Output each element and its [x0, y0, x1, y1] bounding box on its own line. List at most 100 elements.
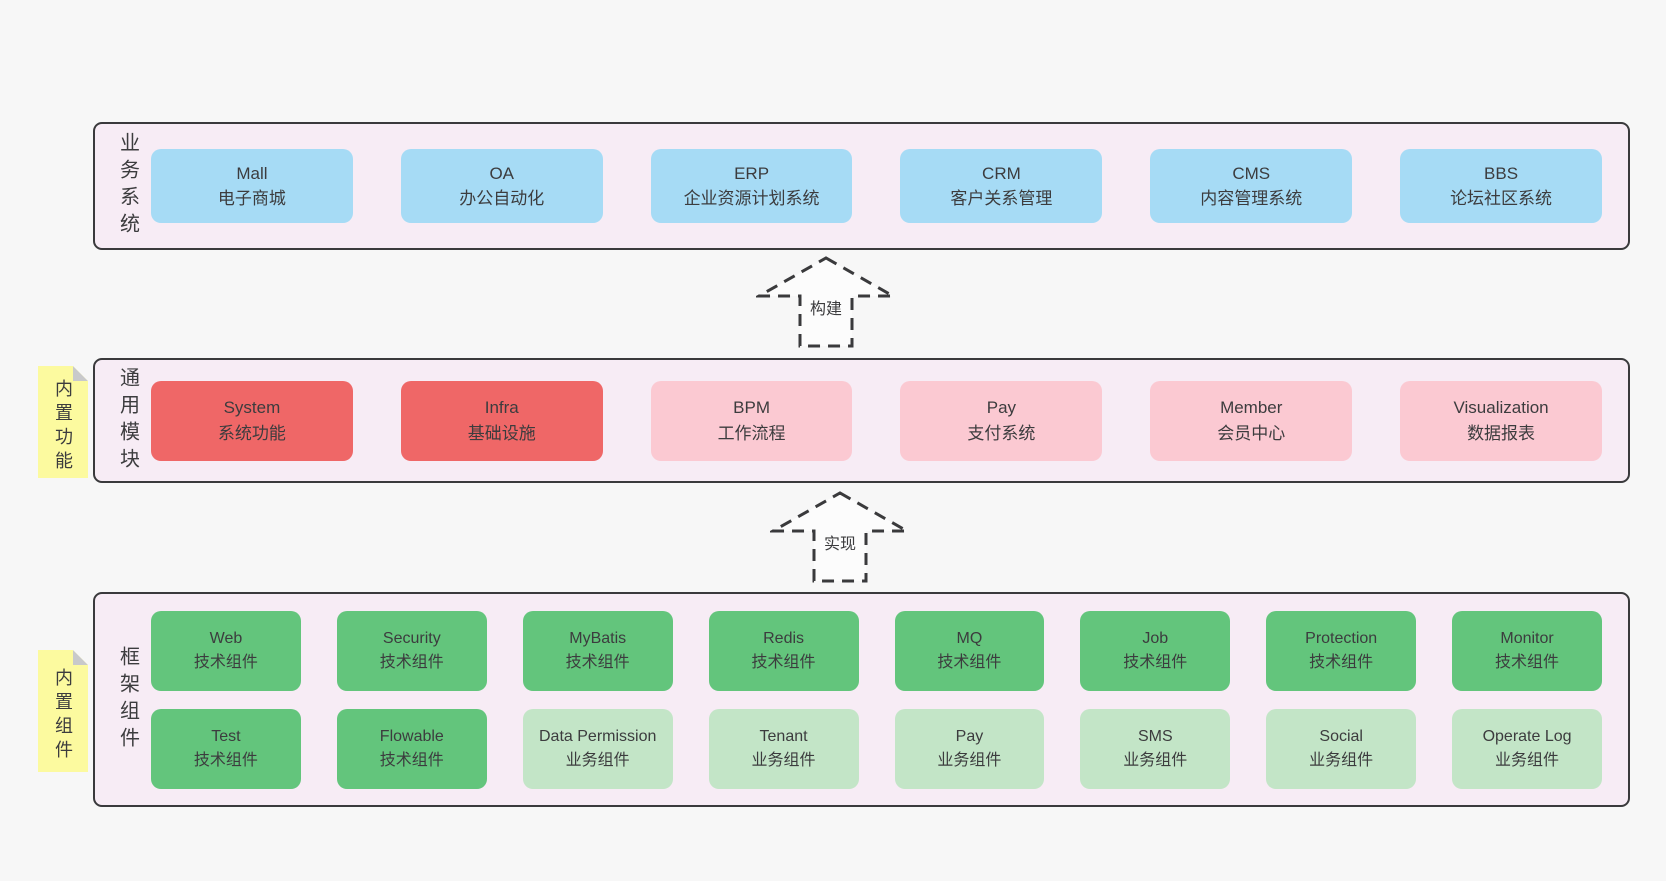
- box-description: 技术组件: [565, 653, 630, 671]
- box-mybatis: MyBatis 技术组件: [522, 610, 673, 691]
- box-monitor: Monitor 技术组件: [1452, 610, 1602, 691]
- box-name: BBS: [1484, 163, 1519, 183]
- box-description: 基础设施: [467, 423, 536, 443]
- box-name: SMS: [1137, 727, 1173, 745]
- box-name: OA: [489, 163, 515, 183]
- band-common-modules: 通用模块 System 系统功能 Infra 基础设施 BPM 工作流程 Pay 支付系统 Me…: [93, 358, 1630, 483]
- box-name: Member: [1220, 398, 1283, 417]
- box-name: Monitor: [1500, 629, 1554, 647]
- box-crm: CRM 客户关系管理: [900, 149, 1103, 223]
- box-web: Web 技术组件: [151, 610, 301, 691]
- box-description: 技术组件: [1309, 653, 1374, 671]
- box-name: Mall: [236, 163, 268, 183]
- box-name: BPM: [733, 398, 770, 417]
- box-oa: OA 办公自动化: [400, 149, 603, 223]
- box-description: 办公自动化: [459, 189, 545, 208]
- box-description: 数据报表: [1467, 423, 1536, 443]
- box-description: 业务组件: [565, 751, 630, 769]
- build-arrow-icon: 构建: [756, 255, 896, 349]
- box-data-permission: Data Permission 业务组件: [522, 708, 673, 789]
- box-description: 业务组件: [1309, 751, 1374, 769]
- box-name: Redis: [763, 629, 805, 647]
- box-description: 内容管理系统: [1200, 189, 1303, 208]
- box-cms: CMS 内容管理系统: [1150, 149, 1353, 223]
- box-description: 业务组件: [1123, 751, 1188, 769]
- box-name: MyBatis: [569, 629, 627, 647]
- box-name: Job: [1142, 629, 1169, 647]
- box-description: 系统功能: [217, 423, 286, 443]
- box-description: 电子商城: [217, 189, 286, 208]
- box-row: System 系统功能 Infra 基础设施 BPM 工作流程 Pay 支付系统 Member 会…: [151, 380, 1602, 461]
- box-name: CMS: [1232, 163, 1271, 183]
- box-name: Operate Log: [1482, 727, 1572, 745]
- box-name: Web: [209, 629, 243, 647]
- box-bpm: BPM 工作流程: [650, 380, 853, 461]
- box-description: 业务组件: [1495, 751, 1560, 769]
- box-pay: Pay 业务组件: [894, 708, 1045, 789]
- sticky-note-built-in-components: 内置组件: [38, 650, 88, 772]
- box-name: Infra: [484, 398, 519, 417]
- box-description: 技术组件: [937, 653, 1002, 671]
- box-description: 企业资源计划系统: [683, 189, 820, 208]
- band-boxes: Mall 电子商城 OA 办公自动化 ERP 企业资源计划系统 CRM 客户关系管理 CMS 内容…: [151, 124, 1602, 248]
- box-erp: ERP 企业资源计划系统: [650, 149, 853, 223]
- box-description: 技术组件: [379, 653, 444, 671]
- box-name: Protection: [1305, 629, 1378, 647]
- folded-corner-icon: [73, 650, 88, 665]
- box-description: 会员中心: [1217, 423, 1286, 443]
- box-description: 论坛社区系统: [1450, 189, 1553, 208]
- box-sms: SMS 业务组件: [1080, 708, 1231, 789]
- box-description: 工作流程: [717, 423, 786, 443]
- arrow-label: 实现: [820, 530, 860, 554]
- box-description: 客户关系管理: [950, 189, 1053, 208]
- box-job: Job 技术组件: [1080, 610, 1231, 691]
- box-mq: MQ 技术组件: [894, 610, 1045, 691]
- box-description: 技术组件: [1123, 653, 1188, 671]
- box-social: Social 业务组件: [1266, 708, 1417, 789]
- box-mall: Mall 电子商城: [151, 149, 353, 223]
- band-boxes: System 系统功能 Infra 基础设施 BPM 工作流程 Pay 支付系统 Member 会…: [151, 360, 1602, 481]
- box-name: Data Permission: [539, 727, 657, 745]
- box-name: Test: [211, 727, 241, 745]
- box-system: System 系统功能: [151, 380, 353, 461]
- box-name: CRM: [982, 163, 1021, 183]
- box-bbs: BBS 论坛社区系统: [1400, 149, 1602, 223]
- box-name: MQ: [956, 629, 983, 647]
- arrow-label: 构建: [806, 295, 846, 319]
- implement-arrow-icon: 实现: [770, 490, 910, 584]
- box-description: 技术组件: [1495, 653, 1560, 671]
- sticky-note-label: 内置功能: [53, 379, 73, 475]
- box-operate-log: Operate Log 业务组件: [1452, 708, 1602, 789]
- box-row: Mall 电子商城 OA 办公自动化 ERP 企业资源计划系统 CRM 客户关系管理 CMS 内容…: [151, 149, 1602, 223]
- box-description: 技术组件: [751, 653, 816, 671]
- box-infra: Infra 基础设施: [400, 380, 603, 461]
- box-description: 技术组件: [193, 653, 258, 671]
- box-name: Pay: [955, 727, 984, 745]
- box-description: 技术组件: [193, 751, 258, 769]
- box-member: Member 会员中心: [1150, 380, 1353, 461]
- band-label: 框架组件: [116, 645, 139, 754]
- box-description: 业务组件: [937, 751, 1002, 769]
- sticky-note-label: 内置组件: [53, 668, 73, 764]
- band-label: 通用模块: [116, 366, 139, 475]
- box-description: 支付系统: [967, 423, 1036, 443]
- box-description: 技术组件: [379, 751, 444, 769]
- box-redis: Redis 技术组件: [708, 610, 859, 691]
- sticky-note-built-in-functions: 内置功能: [38, 366, 88, 478]
- box-protection: Protection 技术组件: [1266, 610, 1417, 691]
- box-name: Social: [1319, 727, 1363, 745]
- box-name: System: [223, 398, 281, 417]
- box-description: 业务组件: [751, 751, 816, 769]
- box-name: ERP: [734, 163, 770, 183]
- box-name: Pay: [986, 398, 1017, 417]
- box-pay: Pay 支付系统: [900, 380, 1103, 461]
